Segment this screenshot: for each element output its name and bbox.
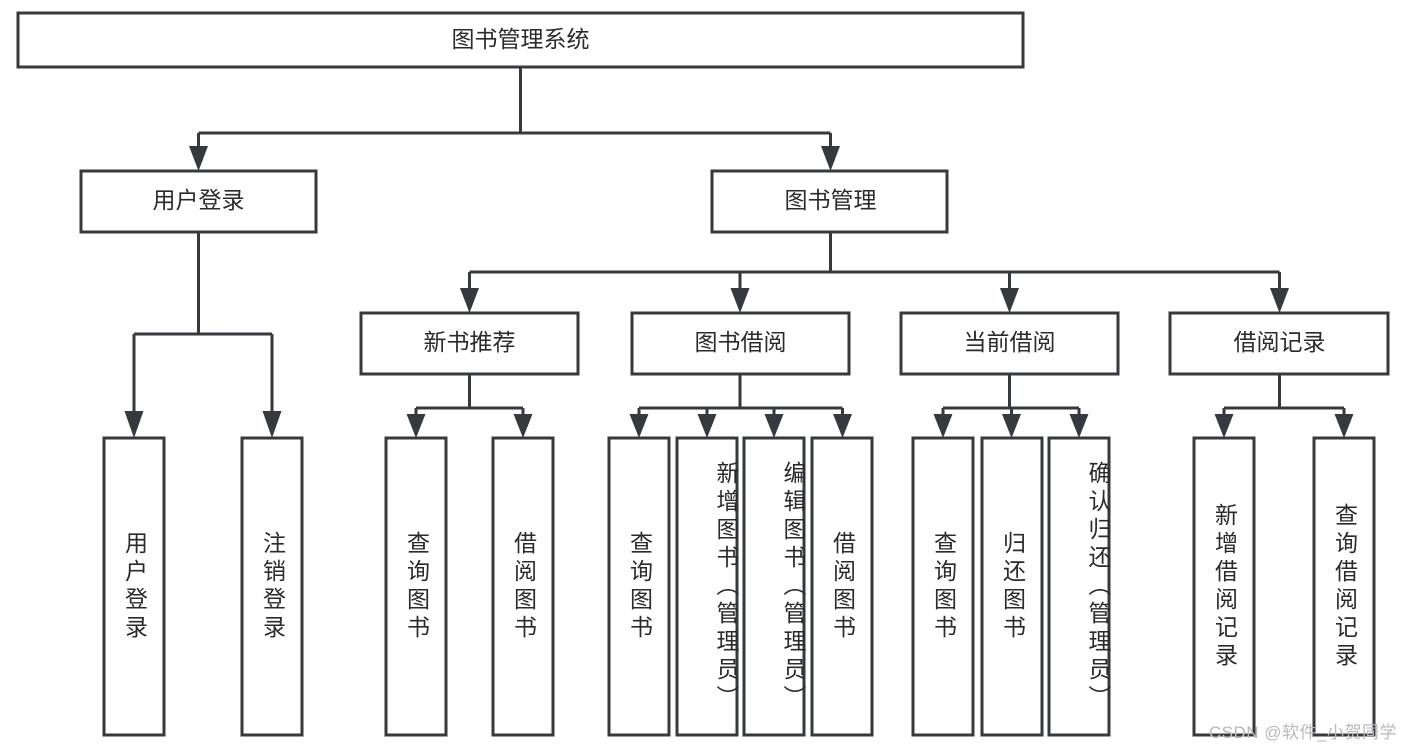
leaf-box-recommend-borrow-book[interactable] — [491, 436, 555, 737]
leaf-box-current-query-book[interactable] — [911, 436, 975, 737]
arrow-current-leaf-1 — [933, 414, 953, 438]
node-borrow-record-box[interactable] — [1168, 311, 1390, 376]
node-root-label: 图书管理系统 — [452, 26, 590, 52]
arrow-current-leaf-3 — [1069, 414, 1089, 438]
edge-layer — [124, 67, 1354, 438]
leaf-box-current-return-book[interactable] — [980, 436, 1044, 737]
arrow-borrow-record — [1270, 288, 1289, 313]
node-borrow-record-label: 借阅记录 — [1234, 329, 1326, 355]
leaf-box-logout[interactable] — [240, 436, 304, 737]
node-book-management-label: 图书管理 — [785, 187, 877, 213]
node-user-login[interactable]: 用户登录 — [79, 169, 318, 234]
arrow-book-borrow — [730, 288, 750, 313]
leaf-box-current-confirm-return[interactable] — [1047, 436, 1111, 737]
arrow-borrow-leaf-4 — [833, 414, 852, 438]
node-new-book-recommend[interactable]: 新书推荐 — [359, 311, 580, 376]
arrow-borrow-leaf-2 — [697, 414, 717, 438]
node-current-borrow-label: 当前借阅 — [964, 329, 1056, 355]
arrow-new-book-recommend — [460, 288, 479, 313]
arrow-current-leaf-2 — [1002, 414, 1021, 438]
arrow-recommend-leaf-1 — [406, 414, 426, 438]
leaf-box-layer — [102, 436, 1376, 737]
arrow-borrow-leaf-1 — [629, 414, 649, 438]
arrow-borrow-leaf-3 — [764, 414, 784, 438]
arrow-record-leaf-1 — [1214, 414, 1234, 438]
node-user-login-box[interactable] — [79, 169, 318, 234]
csdn-watermark: CSDN @软件_小贺同学 — [1208, 723, 1397, 742]
arrow-user-login — [189, 146, 208, 171]
leaf-box-borrow-add-book[interactable] — [675, 436, 739, 737]
node-book-borrow[interactable]: 图书借阅 — [630, 311, 851, 376]
node-book-management[interactable]: 图书管理 — [710, 169, 949, 234]
arrow-book-mgmt — [821, 146, 840, 171]
node-book-borrow-label: 图书借阅 — [695, 329, 787, 355]
node-new-book-recommend-label: 新书推荐 — [424, 329, 516, 355]
arrow-current-borrow — [1000, 288, 1019, 313]
leaf-box-record-query[interactable] — [1312, 436, 1376, 737]
leaf-box-borrow-query-book[interactable] — [607, 436, 671, 737]
node-book-borrow-box[interactable] — [630, 311, 851, 376]
node-root-box[interactable] — [16, 11, 1025, 69]
arrow-leaf-user-login — [124, 411, 144, 438]
arrow-leaf-logout — [262, 411, 282, 438]
node-borrow-record[interactable]: 借阅记录 — [1168, 311, 1390, 376]
leaf-box-borrow-edit-book[interactable] — [742, 436, 806, 737]
node-user-login-label: 用户登录 — [153, 187, 245, 213]
node-root[interactable]: 图书管理系统 — [16, 11, 1025, 69]
leaf-box-user-login[interactable] — [102, 436, 166, 737]
node-book-management-box[interactable] — [710, 169, 949, 234]
leaf-box-borrow-borrow-book[interactable] — [810, 436, 874, 737]
node-new-book-recommend-box[interactable] — [359, 311, 580, 376]
node-current-borrow[interactable]: 当前借阅 — [899, 311, 1120, 376]
leaf-box-recommend-query-book[interactable] — [384, 436, 448, 737]
arrow-record-leaf-2 — [1334, 414, 1354, 438]
leaf-box-record-add[interactable] — [1192, 436, 1256, 737]
node-current-borrow-box[interactable] — [899, 311, 1120, 376]
arrow-recommend-leaf-2 — [513, 414, 533, 438]
